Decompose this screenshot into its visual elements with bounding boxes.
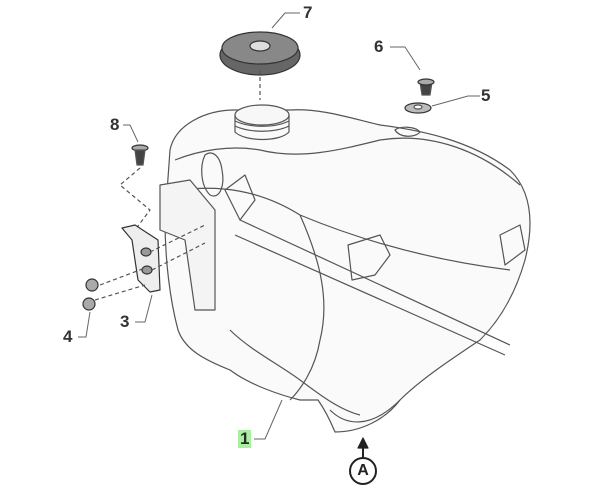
leader-lines: [78, 12, 480, 440]
view-marker-a: A: [349, 457, 377, 485]
callout-7[interactable]: 7: [303, 3, 313, 22]
callout-5[interactable]: 5: [481, 86, 491, 105]
screw-4a: [85, 278, 99, 292]
callout-4[interactable]: 4: [63, 327, 73, 346]
callout-8[interactable]: 8: [110, 115, 120, 134]
callout-3[interactable]: 3: [120, 312, 130, 331]
callout-1-highlighted[interactable]: 1: [238, 429, 252, 448]
callout-6[interactable]: 6: [374, 37, 384, 56]
screw-8: [134, 149, 146, 166]
fuel-tank: [164, 109, 531, 433]
screw-4b: [82, 297, 96, 311]
bracket-3: [121, 224, 161, 293]
